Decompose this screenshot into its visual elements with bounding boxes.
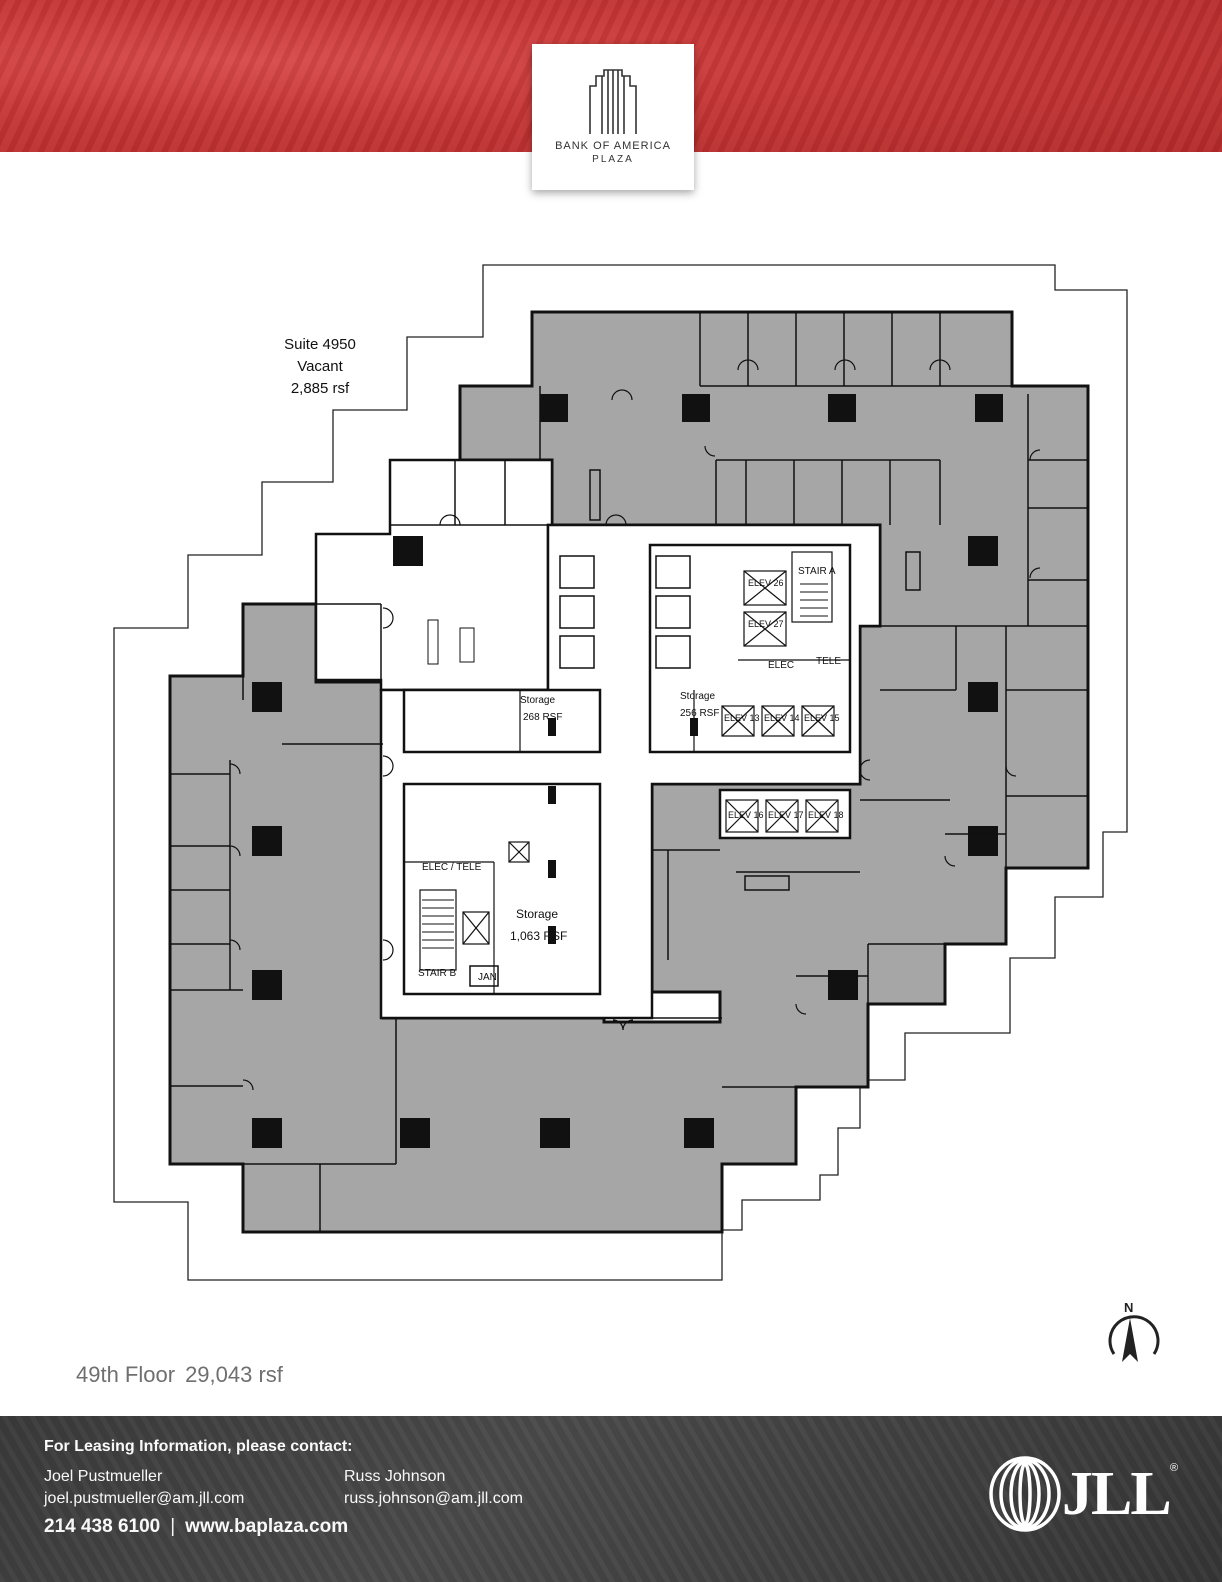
registered-mark: ®	[1170, 1462, 1179, 1474]
storage-1063-area: 1,063 RSF	[510, 929, 567, 943]
storage-268-label: Storage	[520, 695, 555, 706]
jll-logo: JLL ®	[986, 1454, 1186, 1534]
floor-plan: Storage 268 RSF Storage 256 RSF Storage …	[113, 264, 1128, 1281]
storage-256-area: 256 RSF	[680, 708, 719, 719]
elev-26-label: ELEV 26	[748, 578, 784, 588]
logo-name-line2: PLAZA	[592, 154, 634, 165]
elev-18-label: ELEV 18	[808, 810, 844, 820]
storage-268-area: 268 RSF	[523, 712, 562, 723]
contact-2-name: Russ Johnson	[344, 1468, 446, 1485]
building-outline	[113, 264, 1128, 1281]
floor-name: 49th Floor	[76, 1362, 176, 1387]
logo-name-line1: BANK OF AMERICA	[555, 140, 671, 152]
suite-area: 2,885 rsf	[290, 380, 350, 397]
elec-label: ELEC	[768, 660, 794, 671]
contact-separator: |	[170, 1516, 176, 1537]
tele-label: TELE	[816, 656, 841, 667]
jan-label: JAN	[478, 972, 497, 983]
floor-area: 29,043 rsf	[185, 1362, 283, 1387]
storage-1063-label: Storage	[516, 907, 558, 921]
building-logo: BANK OF AMERICA PLAZA	[532, 44, 694, 190]
elev-14-label: ELEV 14	[764, 713, 800, 723]
door-swings	[229, 359, 1041, 1091]
jll-swirl-icon	[989, 1456, 1061, 1532]
website-link[interactable]: www.baplaza.com	[185, 1516, 349, 1537]
stair-a-label: STAIR A	[798, 566, 836, 577]
suite-4950-label: Suite 4950 Vacant 2,885 rsf	[260, 334, 380, 400]
elev-27-label: ELEV 27	[748, 619, 784, 629]
jll-wordmark: JLL	[1062, 1460, 1172, 1528]
north-arrow-icon: N	[1108, 1300, 1160, 1362]
elev-16-label: ELEV 16	[728, 810, 764, 820]
elev-13-label: ELEV 13	[724, 713, 760, 723]
contact-1-name: Joel Pustmueller	[44, 1468, 163, 1485]
contact-2-email[interactable]: russ.johnson@am.jll.com	[344, 1490, 523, 1507]
structural-columns	[252, 394, 1003, 1148]
footer: For Leasing Information, please contact:…	[0, 1416, 1222, 1582]
elec-tele-label: ELEC / TELE	[422, 862, 482, 873]
suite-name: Suite 4950	[284, 336, 356, 353]
contact-1-email[interactable]: joel.pustmueller@am.jll.com	[44, 1490, 245, 1507]
stair-a-treads	[800, 583, 828, 617]
compass-label: N	[1124, 1300, 1133, 1315]
restroom-north	[402, 688, 602, 754]
suite-status: Vacant	[297, 358, 343, 375]
footer-heading: For Leasing Information, please contact:	[44, 1438, 353, 1455]
tower-icon	[589, 69, 637, 134]
stair-b-label: STAIR B	[418, 968, 456, 979]
stair-b-treads	[422, 899, 454, 949]
floor-title: 49th Floor 29,043 rsf	[76, 1362, 283, 1388]
elev-17-label: ELEV 17	[768, 810, 804, 820]
suite-4950-area	[314, 458, 554, 692]
elev-15-label: ELEV 15	[804, 713, 840, 723]
core-south-west	[402, 782, 602, 996]
phone-number[interactable]: 214 438 6100	[44, 1516, 161, 1537]
storage-256-label: Storage	[680, 691, 715, 702]
contact-line: 214 438 6100 | www.baplaza.com	[44, 1516, 348, 1538]
elevator-bank-16-18	[718, 788, 852, 840]
